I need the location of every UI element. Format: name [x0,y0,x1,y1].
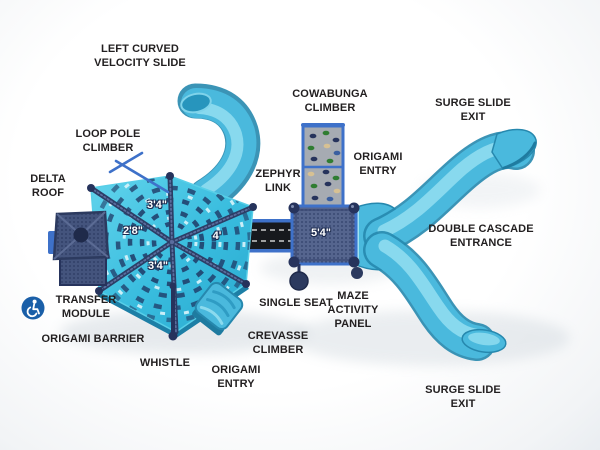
label-loop-pole-climber: LOOP POLE CLIMBER [75,128,141,154]
cowabunga-climber-graphic [301,123,345,210]
accessibility-icon [21,296,45,320]
label-single-seat: SINGLE SEAT [259,297,333,309]
label-left-curved-velocity-slide: LEFT CURVED VELOCITY SLIDE [94,43,186,69]
label-zephyr-link: ZEPHYR LINK [255,168,301,194]
left-curved-velocity-slide-graphic [177,83,261,214]
measurement-hex-top-left: 3'4" [146,199,168,211]
label-transfer-module: TRANSFER MODULE [55,294,117,320]
crevasse-climber-graphic [192,281,244,336]
label-whistle: WHISTLE [139,357,191,369]
label-origami-entry-bottom: ORIGAMI ENTRY [211,364,261,390]
label-cowabunga-climber: COWABUNGA CLIMBER [292,88,368,114]
maze-activity-panel-graphic [351,267,363,279]
measurement-hex-bottom: 3'4" [147,260,169,272]
square-deck-posts [288,202,360,268]
label-origami-entry-top: ORIGAMI ENTRY [353,151,403,177]
label-origami-barrier: ORIGAMI BARRIER [41,333,145,345]
hex-deck-posts [87,172,257,295]
label-double-cascade-entrance: DOUBLE CASCADE ENTRANCE [428,223,534,249]
label-crevasse-climber: CREVASSE CLIMBER [247,330,309,356]
measurement-hex-right: 4' [212,230,222,242]
label-surge-slide-exit-top: SURGE SLIDE EXIT [435,97,511,123]
square-deck-graphic [288,202,363,291]
double-cascade-slide-graphic [352,128,537,361]
measurement-hex-left: 2'8" [122,225,144,237]
label-delta-roof: DELTA ROOF [30,173,66,199]
label-maze-activity-panel: MAZE ACTIVITY PANEL [327,290,379,330]
transfer-module-graphic [48,210,110,286]
label-surge-slide-exit-bottom: SURGE SLIDE EXIT [425,384,501,410]
single-seat-graphic [289,271,309,291]
measurement-square-deck: 5'4" [310,227,332,239]
loop-pole-climber-graphic [108,151,170,194]
post-highlights [291,205,354,208]
climbing-holds [307,130,341,202]
whistle-graphic [168,282,178,341]
